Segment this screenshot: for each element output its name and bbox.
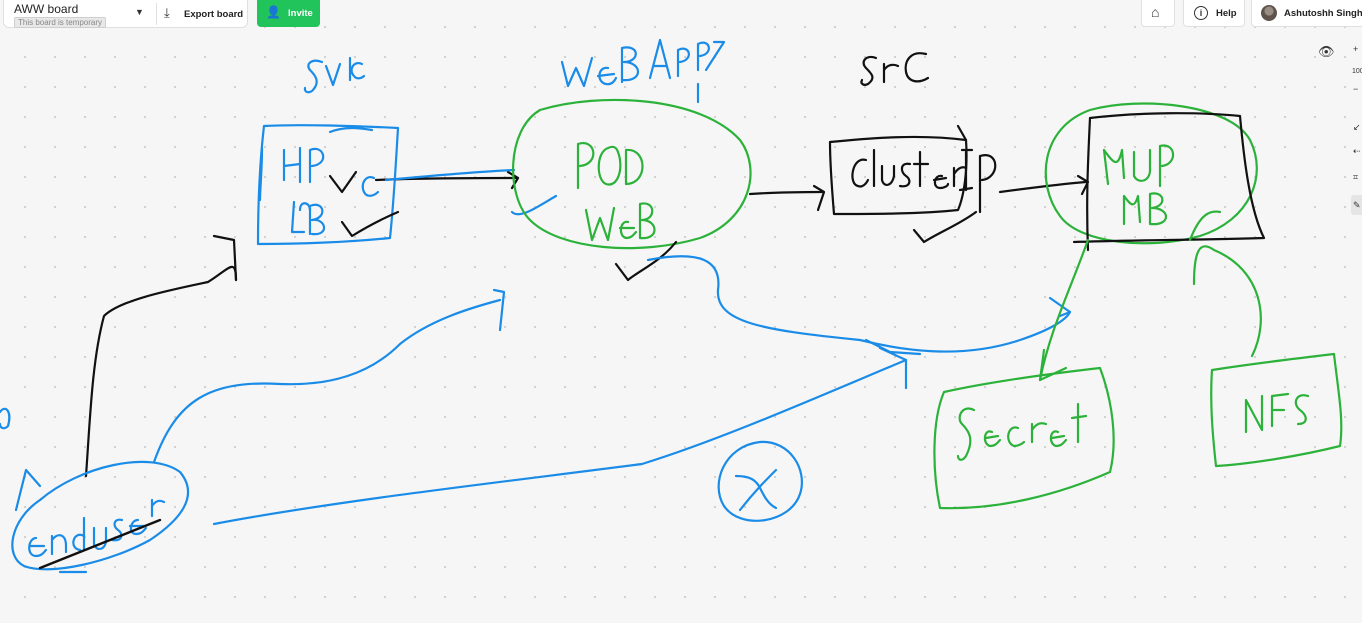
toolbar-divider <box>156 3 157 25</box>
info-icon: i <box>1194 6 1208 20</box>
secret-box-ink <box>933 366 1115 510</box>
side-toolbar: + 100 − ↙ ⇠ ⌗ ✎ <box>1351 40 1362 220</box>
invite-label: Invite <box>288 8 313 19</box>
pod-checkmark-ink <box>614 240 678 282</box>
arrow-user-to-secret <box>212 346 908 526</box>
plus-icon[interactable]: + <box>1353 44 1359 54</box>
arrow-tool-icon[interactable]: ↙ <box>1353 122 1361 132</box>
pen-tool-icon[interactable]: ✎ <box>1353 200 1361 210</box>
board-menu[interactable]: AWW board This board is temporary ▼ ⤓ Ex… <box>3 0 248 28</box>
lb-checkmarks-ink <box>328 170 400 238</box>
temporary-board-badge: This board is temporary <box>14 17 107 28</box>
cluster-ip-box-ink <box>828 124 997 216</box>
export-board-button[interactable]: Export board <box>184 9 244 20</box>
user-name: Ashutoshh Singh <box>1284 8 1362 19</box>
caret-down-icon[interactable]: ▼ <box>135 7 144 17</box>
src-label-ink <box>860 52 930 86</box>
board-title[interactable]: AWW board <box>14 2 79 16</box>
home-icon: ⌂ <box>1151 4 1160 20</box>
arrow-pod-to-cluster <box>748 184 826 212</box>
nfs-box-ink <box>1210 352 1343 468</box>
fit-tool-icon[interactable]: ⌗ <box>1353 172 1359 182</box>
enduser-ellipse-ink <box>0 407 190 574</box>
blue-tail-ink <box>510 194 558 216</box>
db-box-ink <box>1072 112 1266 252</box>
enduser-underline-ink <box>38 518 162 570</box>
zoom-level: 100 <box>1352 68 1362 75</box>
cluster-checkmark-ink <box>912 210 978 244</box>
help-label: Help <box>1216 8 1237 19</box>
avatar <box>1261 5 1277 21</box>
add-user-icon: 👤 <box>266 5 281 19</box>
crossed-circle-ink <box>717 440 803 522</box>
invite-button[interactable]: 👤 Invite <box>257 0 320 27</box>
active-tool-highlight <box>1351 195 1362 215</box>
home-button[interactable]: ⌂ <box>1141 0 1175 27</box>
minus-icon[interactable]: − <box>1353 84 1359 94</box>
download-icon[interactable]: ⤓ <box>164 5 170 20</box>
arrow-cluster-to-db <box>998 174 1090 196</box>
select-tool-icon[interactable]: ⇠ <box>1353 146 1361 156</box>
arrow-pod-to-db <box>646 255 1072 356</box>
user-menu[interactable]: Ashutoshh Singh <box>1251 0 1362 27</box>
blue-stub-ink <box>384 168 516 182</box>
arrow-secret-to-db <box>1038 238 1090 382</box>
arrow-nfs-to-db <box>1188 210 1262 358</box>
webapp-label-ink <box>560 38 726 104</box>
arrow-user-to-pod <box>152 288 506 464</box>
db-ellipse-ink <box>1044 102 1258 245</box>
pod-web-ellipse-ink <box>512 98 752 250</box>
arrow-user-to-lb <box>84 234 238 478</box>
load-balancer-box-ink <box>256 124 400 246</box>
help-button[interactable]: i Help <box>1183 0 1245 27</box>
eye-icon[interactable]: 👁 <box>1318 44 1335 59</box>
svc-label-ink <box>303 56 366 94</box>
